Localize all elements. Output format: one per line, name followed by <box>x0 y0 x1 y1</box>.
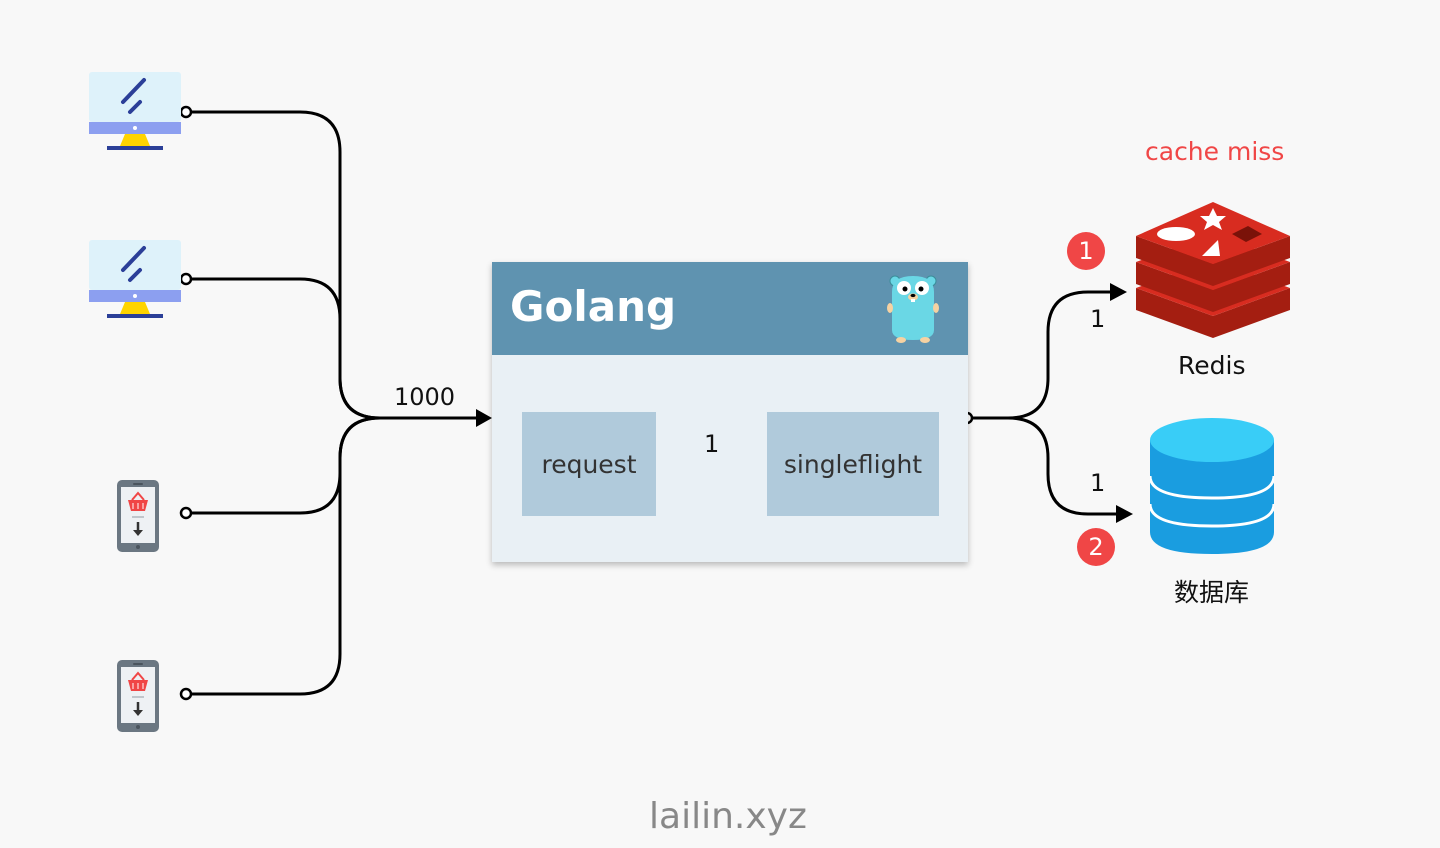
step-badge-database: 2 <box>1077 528 1115 566</box>
cache-miss-label: cache miss <box>1145 137 1285 166</box>
client4-line <box>191 416 381 696</box>
incoming-request-count: 1000 <box>394 383 456 411</box>
mobile-shopping-icon <box>117 480 159 556</box>
watermark-text: lailin.xyz <box>649 796 807 837</box>
to-redis-line <box>972 290 1112 420</box>
database-icon <box>1148 418 1276 560</box>
mobile-shopping-icon <box>117 660 159 736</box>
singleflight-request-count: 1 <box>704 430 720 458</box>
desktop-monitor-icon <box>89 72 181 156</box>
to-db-line <box>1007 416 1118 516</box>
redis-logo-icon <box>1136 196 1290 344</box>
singleflight-box: singleflight <box>767 412 939 516</box>
step-badge-redis: 1 <box>1067 232 1105 270</box>
redis-label: Redis <box>1178 351 1246 380</box>
singleflight-label: singleflight <box>783 449 923 479</box>
client3-line <box>191 416 381 515</box>
redis-request-count: 1 <box>1090 305 1106 333</box>
golang-title: Golang <box>510 282 677 331</box>
request-label: request <box>541 449 637 479</box>
desktop-monitor-icon <box>89 240 181 324</box>
client2-line <box>191 277 381 420</box>
golang-service-box: Golang <box>492 262 968 562</box>
database-label: 数据库 <box>1174 578 1250 607</box>
request-box: request <box>522 412 656 516</box>
database-request-count: 1 <box>1090 469 1106 497</box>
client1-line <box>191 110 381 420</box>
gopher-mascot-icon <box>886 272 940 348</box>
golang-header: Golang <box>492 262 968 355</box>
